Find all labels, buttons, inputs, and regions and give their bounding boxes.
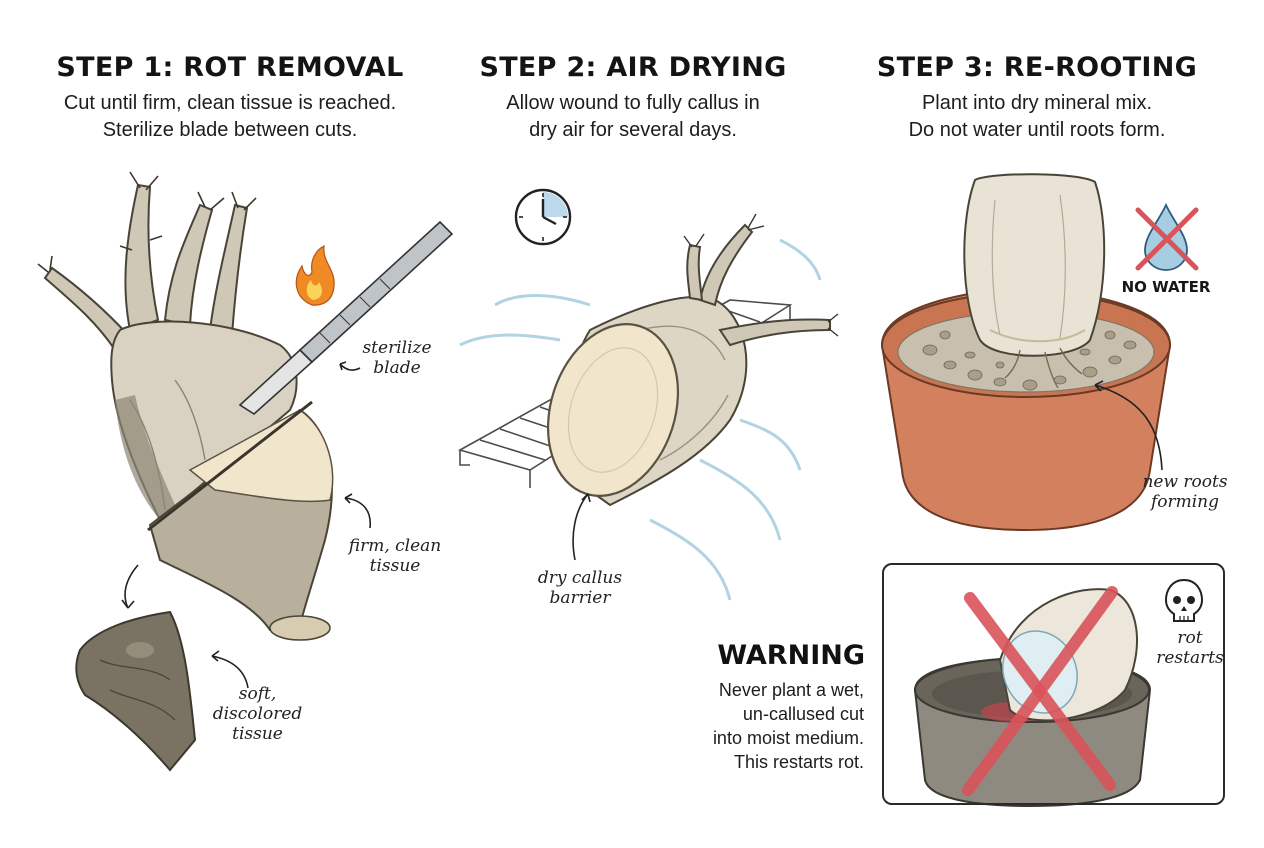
warning-panel-frame bbox=[882, 563, 1225, 805]
annotation-line: discolored bbox=[212, 704, 303, 724]
annotation-line: barrier bbox=[549, 588, 611, 608]
no-water-drop-icon bbox=[1135, 202, 1199, 271]
step2-description-line: dry air for several days. bbox=[529, 119, 737, 141]
step1-description-line: Sterilize blade between cuts. bbox=[102, 119, 358, 141]
cut-face bbox=[188, 409, 334, 503]
spines bbox=[37, 171, 257, 273]
annotation-line: tissue bbox=[369, 556, 421, 576]
annotation-line: dry callus bbox=[537, 568, 623, 588]
warning-body-line: This restarts rot. bbox=[733, 752, 864, 772]
step2-description-line: Allow wound to fully callus in bbox=[506, 92, 760, 114]
step3-illustration bbox=[880, 173, 1199, 532]
warning-body-line: un-callused cut bbox=[742, 704, 864, 724]
annotation-line: rot bbox=[1177, 628, 1203, 648]
annotation-line: blade bbox=[373, 358, 421, 378]
potted-caudex bbox=[963, 173, 1106, 357]
step2-title: STEP 2: AIR DRYING bbox=[479, 52, 787, 83]
skull-icon bbox=[1164, 578, 1204, 622]
step1-illustration bbox=[37, 171, 454, 772]
step3-description-line: Plant into dry mineral mix. bbox=[921, 92, 1153, 114]
step3-description: Plant into dry mineral mix. Do not water… bbox=[827, 90, 1247, 144]
warning-body: Never plant a wet, un-callused cut into … bbox=[660, 678, 864, 774]
annotation-line: forming bbox=[1150, 492, 1220, 512]
step2-description: Allow wound to fully callus in dry air f… bbox=[423, 90, 843, 144]
annotation-line: soft, bbox=[238, 684, 277, 704]
step3-title: STEP 3: RE-ROOTING bbox=[876, 52, 1198, 83]
caudex-branches bbox=[43, 183, 249, 352]
annotation-soft-discolored-tissue: soft, discolored tissue bbox=[205, 684, 310, 744]
annotation-rot-restarts: rot restarts bbox=[1150, 628, 1230, 668]
warning-body-line: into moist medium. bbox=[712, 728, 864, 748]
annotation-line: new roots bbox=[1142, 472, 1228, 492]
flame-icon bbox=[295, 244, 335, 306]
warning-illustration bbox=[913, 578, 1204, 808]
step3-description-line: Do not water until roots form. bbox=[908, 119, 1166, 141]
annotation-dry-callus-barrier: dry callus barrier bbox=[525, 568, 635, 608]
annotation-line: restarts bbox=[1156, 648, 1224, 668]
step2-illustration bbox=[457, 188, 839, 601]
removed-rot-chunk bbox=[75, 610, 197, 772]
warning-title: WARNING bbox=[717, 640, 865, 671]
annotation-line: tissue bbox=[232, 724, 283, 744]
callus-cut-face bbox=[546, 323, 680, 497]
step1-description-line: Cut until firm, clean tissue is reached. bbox=[63, 92, 397, 114]
annotation-sterilize-blade: sterilize blade bbox=[352, 338, 442, 378]
step1-title: STEP 1: ROT REMOVAL bbox=[56, 52, 404, 83]
annotation-line: firm, clean bbox=[348, 536, 442, 556]
clock-icon bbox=[514, 188, 572, 246]
annotation-new-roots-forming: new roots forming bbox=[1130, 472, 1240, 512]
annotation-line: sterilize bbox=[362, 338, 432, 358]
scalpel-icon bbox=[238, 220, 454, 416]
annotation-firm-clean-tissue: firm, clean tissue bbox=[340, 536, 450, 576]
air-flow-lines bbox=[459, 238, 822, 601]
step1-description: Cut until firm, clean tissue is reached.… bbox=[20, 90, 440, 144]
warning-body-line: Never plant a wet, bbox=[718, 680, 864, 700]
no-water-label: NO WATER bbox=[1121, 278, 1211, 296]
